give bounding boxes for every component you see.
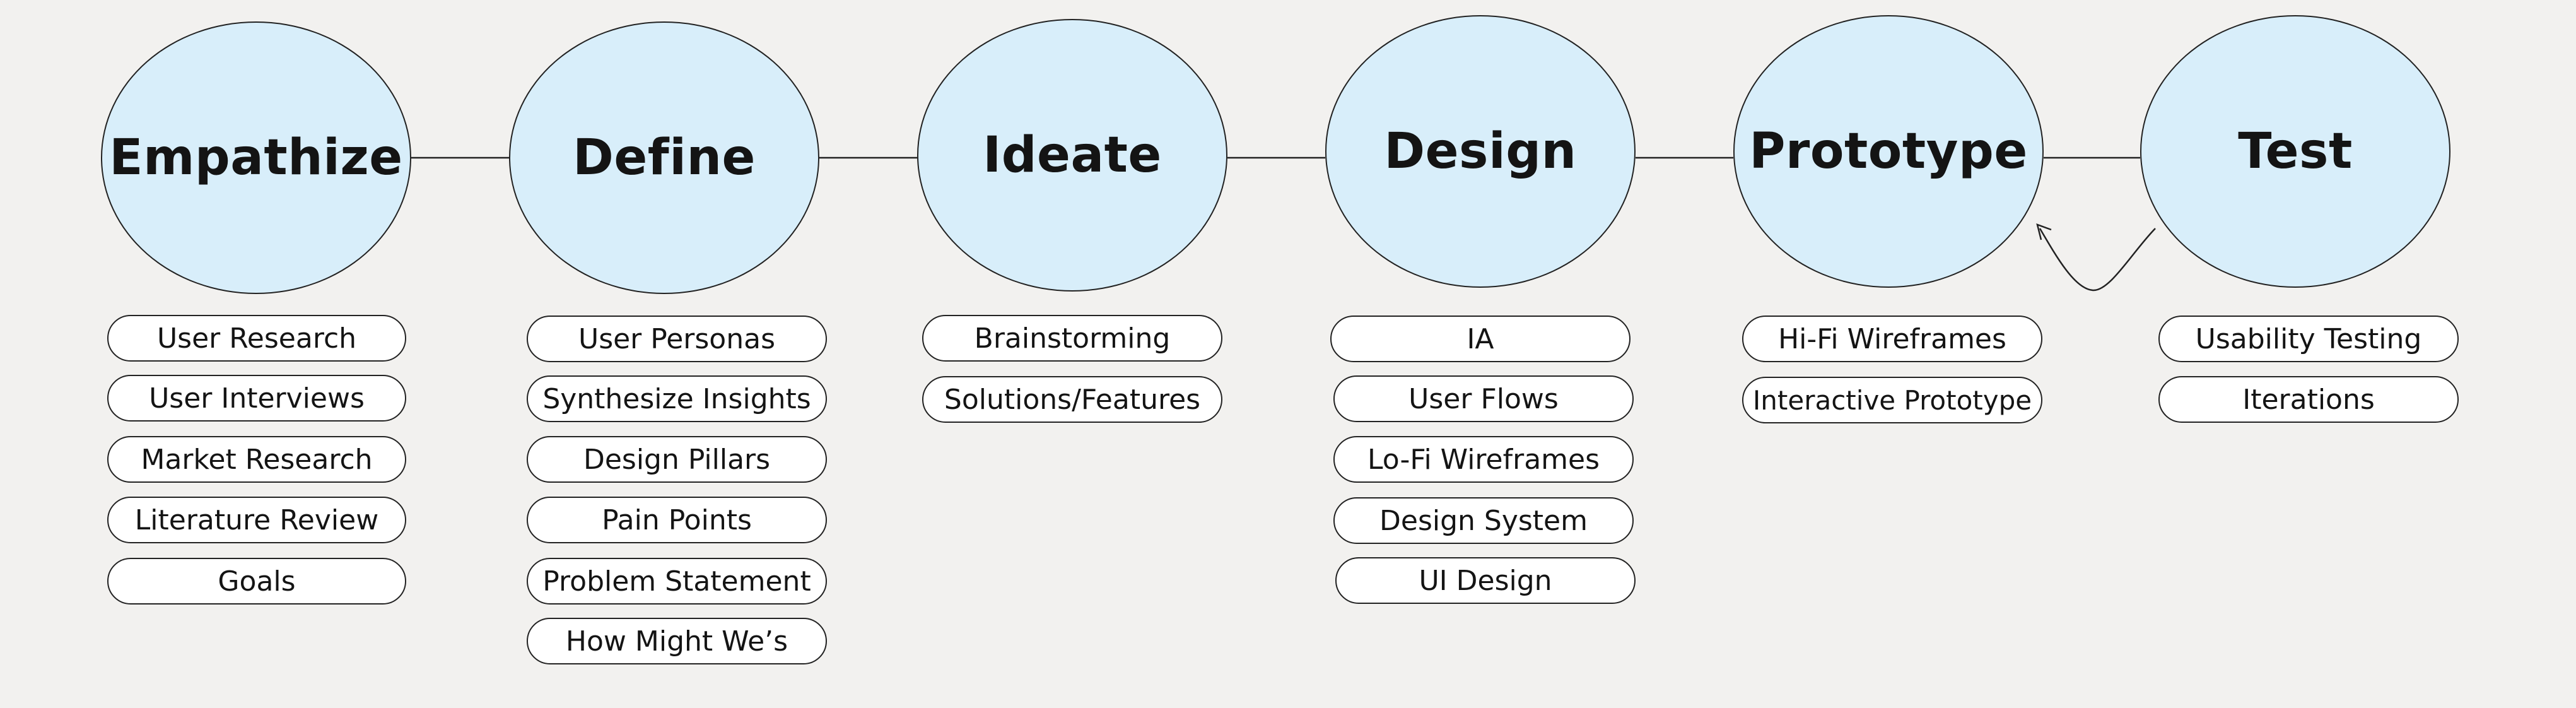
task-how-might-wes: How Might We’s bbox=[527, 618, 827, 664]
stage-test: Test bbox=[2140, 15, 2450, 288]
stage-prototype: Prototype bbox=[1733, 15, 2044, 288]
task-literature-review: Literature Review bbox=[107, 497, 406, 543]
task-user-personas: User Personas bbox=[527, 316, 827, 362]
feedback-loop-arrow bbox=[2039, 228, 2156, 292]
stage-label: Test bbox=[2238, 123, 2353, 180]
stage-ideate: Ideate bbox=[917, 19, 1227, 292]
task-iterations: Iterations bbox=[2158, 376, 2459, 423]
task-ui-design: UI Design bbox=[1335, 557, 1636, 604]
stage-label: Empathize bbox=[109, 129, 403, 186]
task-pain-points: Pain Points bbox=[527, 497, 827, 543]
task-interactive-prototype: Interactive Prototype bbox=[1742, 377, 2042, 423]
stage-empathize: Empathize bbox=[101, 21, 411, 294]
task-lo-fi-wireframes: Lo-Fi Wireframes bbox=[1333, 436, 1634, 483]
task-goals: Goals bbox=[107, 558, 406, 605]
task-solutions-features: Solutions/Features bbox=[922, 376, 1222, 423]
task-brainstorming: Brainstorming bbox=[922, 315, 1222, 362]
task-design-pillars: Design Pillars bbox=[527, 436, 827, 483]
stage-label: Prototype bbox=[1749, 123, 2028, 180]
task-user-interviews: User Interviews bbox=[107, 375, 406, 422]
task-design-system: Design System bbox=[1333, 497, 1634, 544]
task-user-flows: User Flows bbox=[1333, 375, 1634, 422]
task-hi-fi-wireframes: Hi-Fi Wireframes bbox=[1742, 316, 2042, 362]
stage-label: Define bbox=[573, 129, 756, 186]
stage-label: Ideate bbox=[983, 127, 1162, 184]
stage-design: Design bbox=[1325, 15, 1636, 288]
task-usability-testing: Usability Testing bbox=[2158, 316, 2459, 362]
task-market-research: Market Research bbox=[107, 436, 406, 483]
feedback-loop-arrowhead-icon bbox=[2036, 223, 2052, 240]
task-user-research: User Research bbox=[107, 315, 406, 362]
stage-label: Design bbox=[1384, 123, 1577, 180]
task-synthesize-insights: Synthesize Insights bbox=[527, 375, 827, 422]
task-problem-statement: Problem Statement bbox=[527, 558, 827, 605]
stage-define: Define bbox=[509, 21, 819, 294]
task-ia: IA bbox=[1330, 316, 1630, 362]
